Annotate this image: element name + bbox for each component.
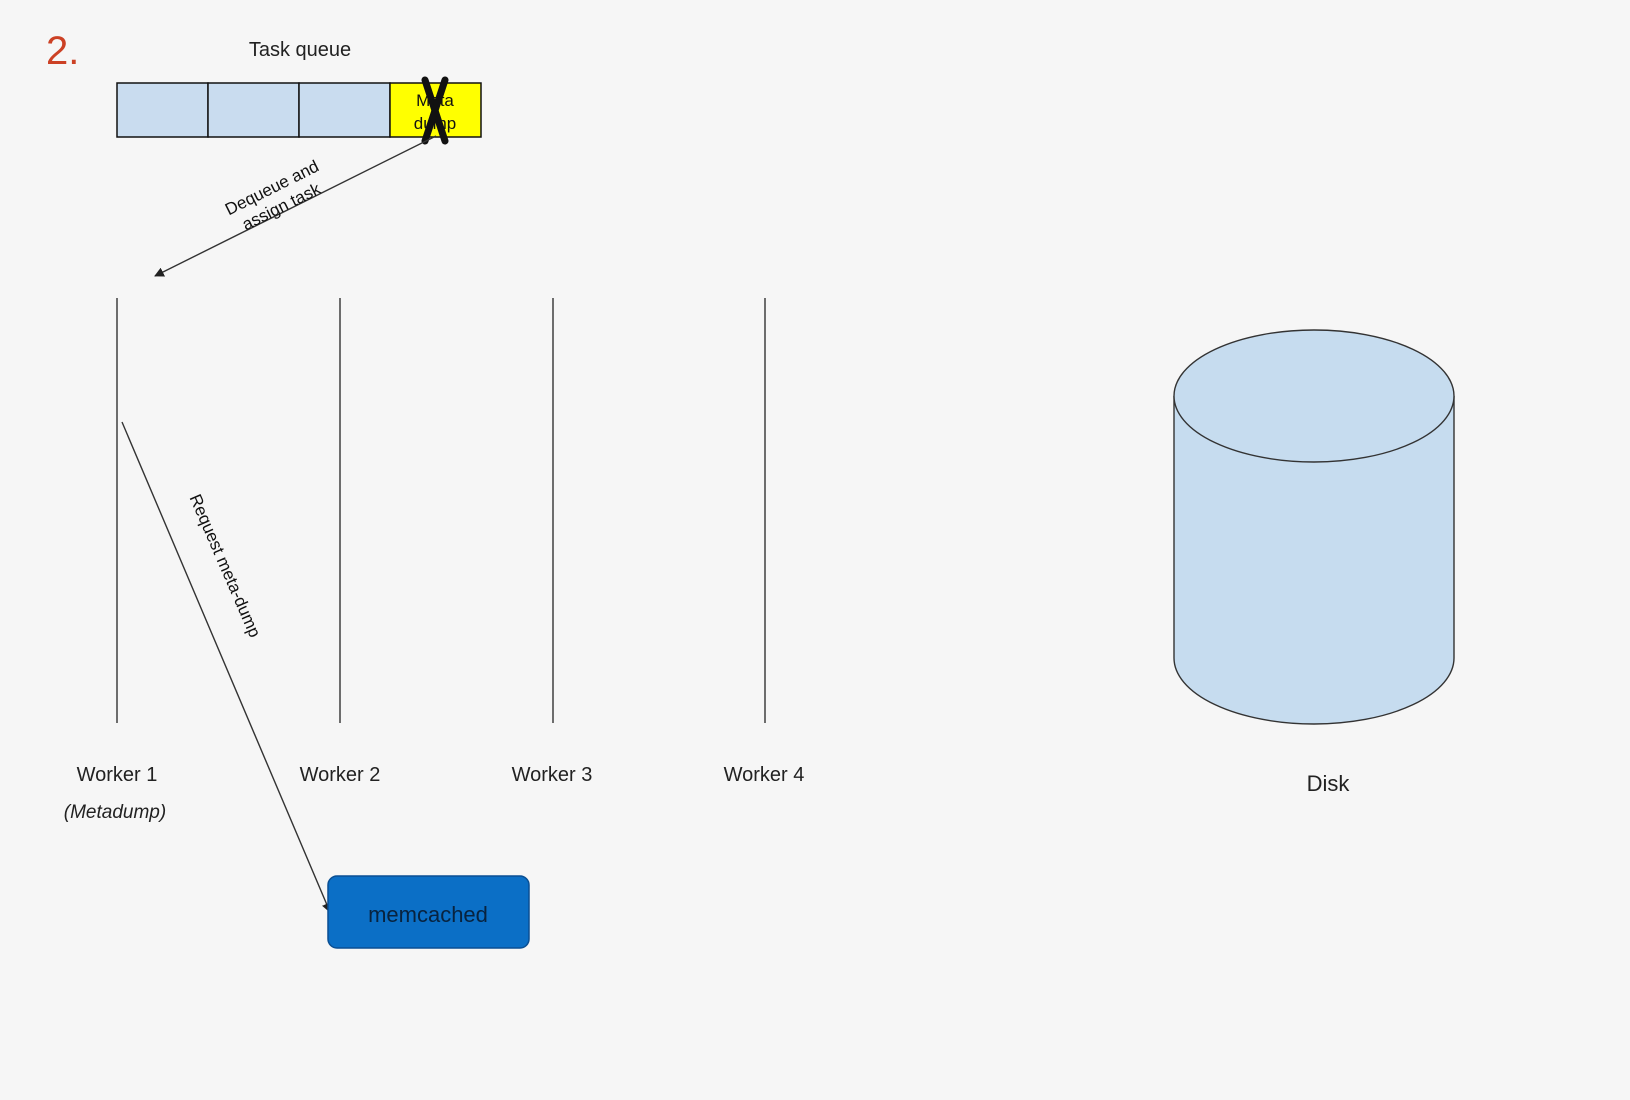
task-queue: Meta dump [116, 76, 482, 145]
worker-3-label: Worker 3 [512, 764, 593, 786]
task-queue-title: Task queue [249, 39, 351, 61]
queue-slot-1 [116, 82, 209, 138]
step-number: 2. [46, 29, 79, 73]
disk-cylinder [1173, 329, 1455, 725]
worker-2-label: Worker 2 [300, 764, 381, 786]
queue-slot-3 [298, 82, 391, 138]
request-arrow [121, 421, 332, 913]
request-label-group: Request meta-dump [186, 491, 265, 640]
dequeue-label: Dequeue and assign task [222, 157, 324, 235]
worker-4-label: Worker 4 [724, 764, 805, 786]
memcached-box [327, 875, 530, 949]
request-label: Request meta-dump [186, 491, 265, 640]
cross-out-icon [421, 76, 449, 145]
queue-slot-2 [207, 82, 300, 138]
worker-1-sublabel: (Metadump) [64, 802, 166, 823]
worker-1-label: Worker 1 [77, 764, 158, 786]
dequeue-arrow [154, 135, 437, 277]
meta-dump-label-line2: dump [414, 114, 457, 133]
disk-label: Disk [1307, 771, 1351, 796]
memcached-label: memcached [368, 902, 488, 927]
